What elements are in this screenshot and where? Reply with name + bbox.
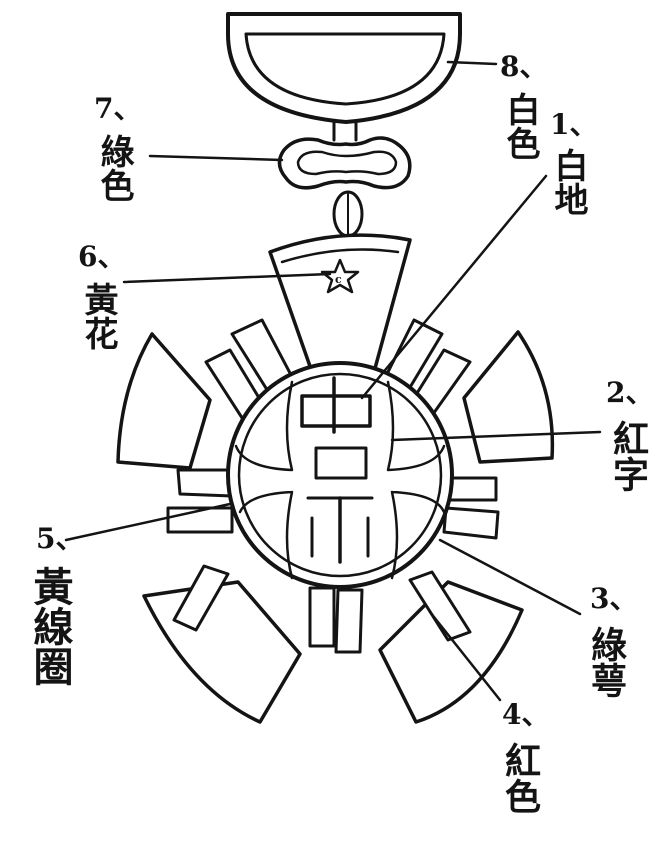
label-1-text: 白地 [548, 148, 588, 216]
top-lobe [268, 233, 412, 374]
label-8: 8、 白色 [500, 50, 547, 160]
cloud-link [277, 136, 412, 190]
label-2-text: 紅字 [607, 420, 649, 492]
flower-mark: c [335, 273, 342, 286]
label-6-text: 黃花 [78, 282, 118, 350]
label-5: 5、 黃線圈 [27, 522, 84, 686]
label-7-number: 7、 [94, 92, 141, 125]
label-1-number: 1、 [550, 108, 597, 141]
label-3-number: 3、 [590, 582, 637, 615]
label-7-text: 綠色 [94, 134, 134, 202]
label-6-number: 6、 [78, 240, 125, 273]
label-6: 6、 黃花 [78, 240, 125, 350]
red-lobes [116, 330, 555, 724]
label-3: 3、 綠萼 [585, 582, 637, 698]
oval-link [332, 190, 364, 238]
center-characters: 忠 示 [234, 376, 446, 580]
label-4-text: 紅色 [499, 742, 541, 814]
label-1: 1、 白地 [548, 108, 597, 216]
suspension-bar [226, 12, 462, 142]
label-4: 4、 紅色 [499, 698, 549, 814]
label-8-number: 8、 [500, 50, 547, 83]
label-5-text: 黃線圈 [27, 566, 74, 686]
yellow-flower-icon: c [320, 258, 360, 294]
label-5-number: 5、 [36, 522, 83, 555]
label-3-text: 綠萼 [585, 626, 627, 698]
label-2-number: 2、 [606, 376, 653, 409]
label-2: 2、 紅字 [606, 376, 653, 492]
label-7: 7、 綠色 [94, 92, 141, 202]
label-8-text: 白色 [500, 92, 540, 160]
label-4-number: 4、 [502, 698, 549, 731]
leader-lines [64, 60, 602, 702]
